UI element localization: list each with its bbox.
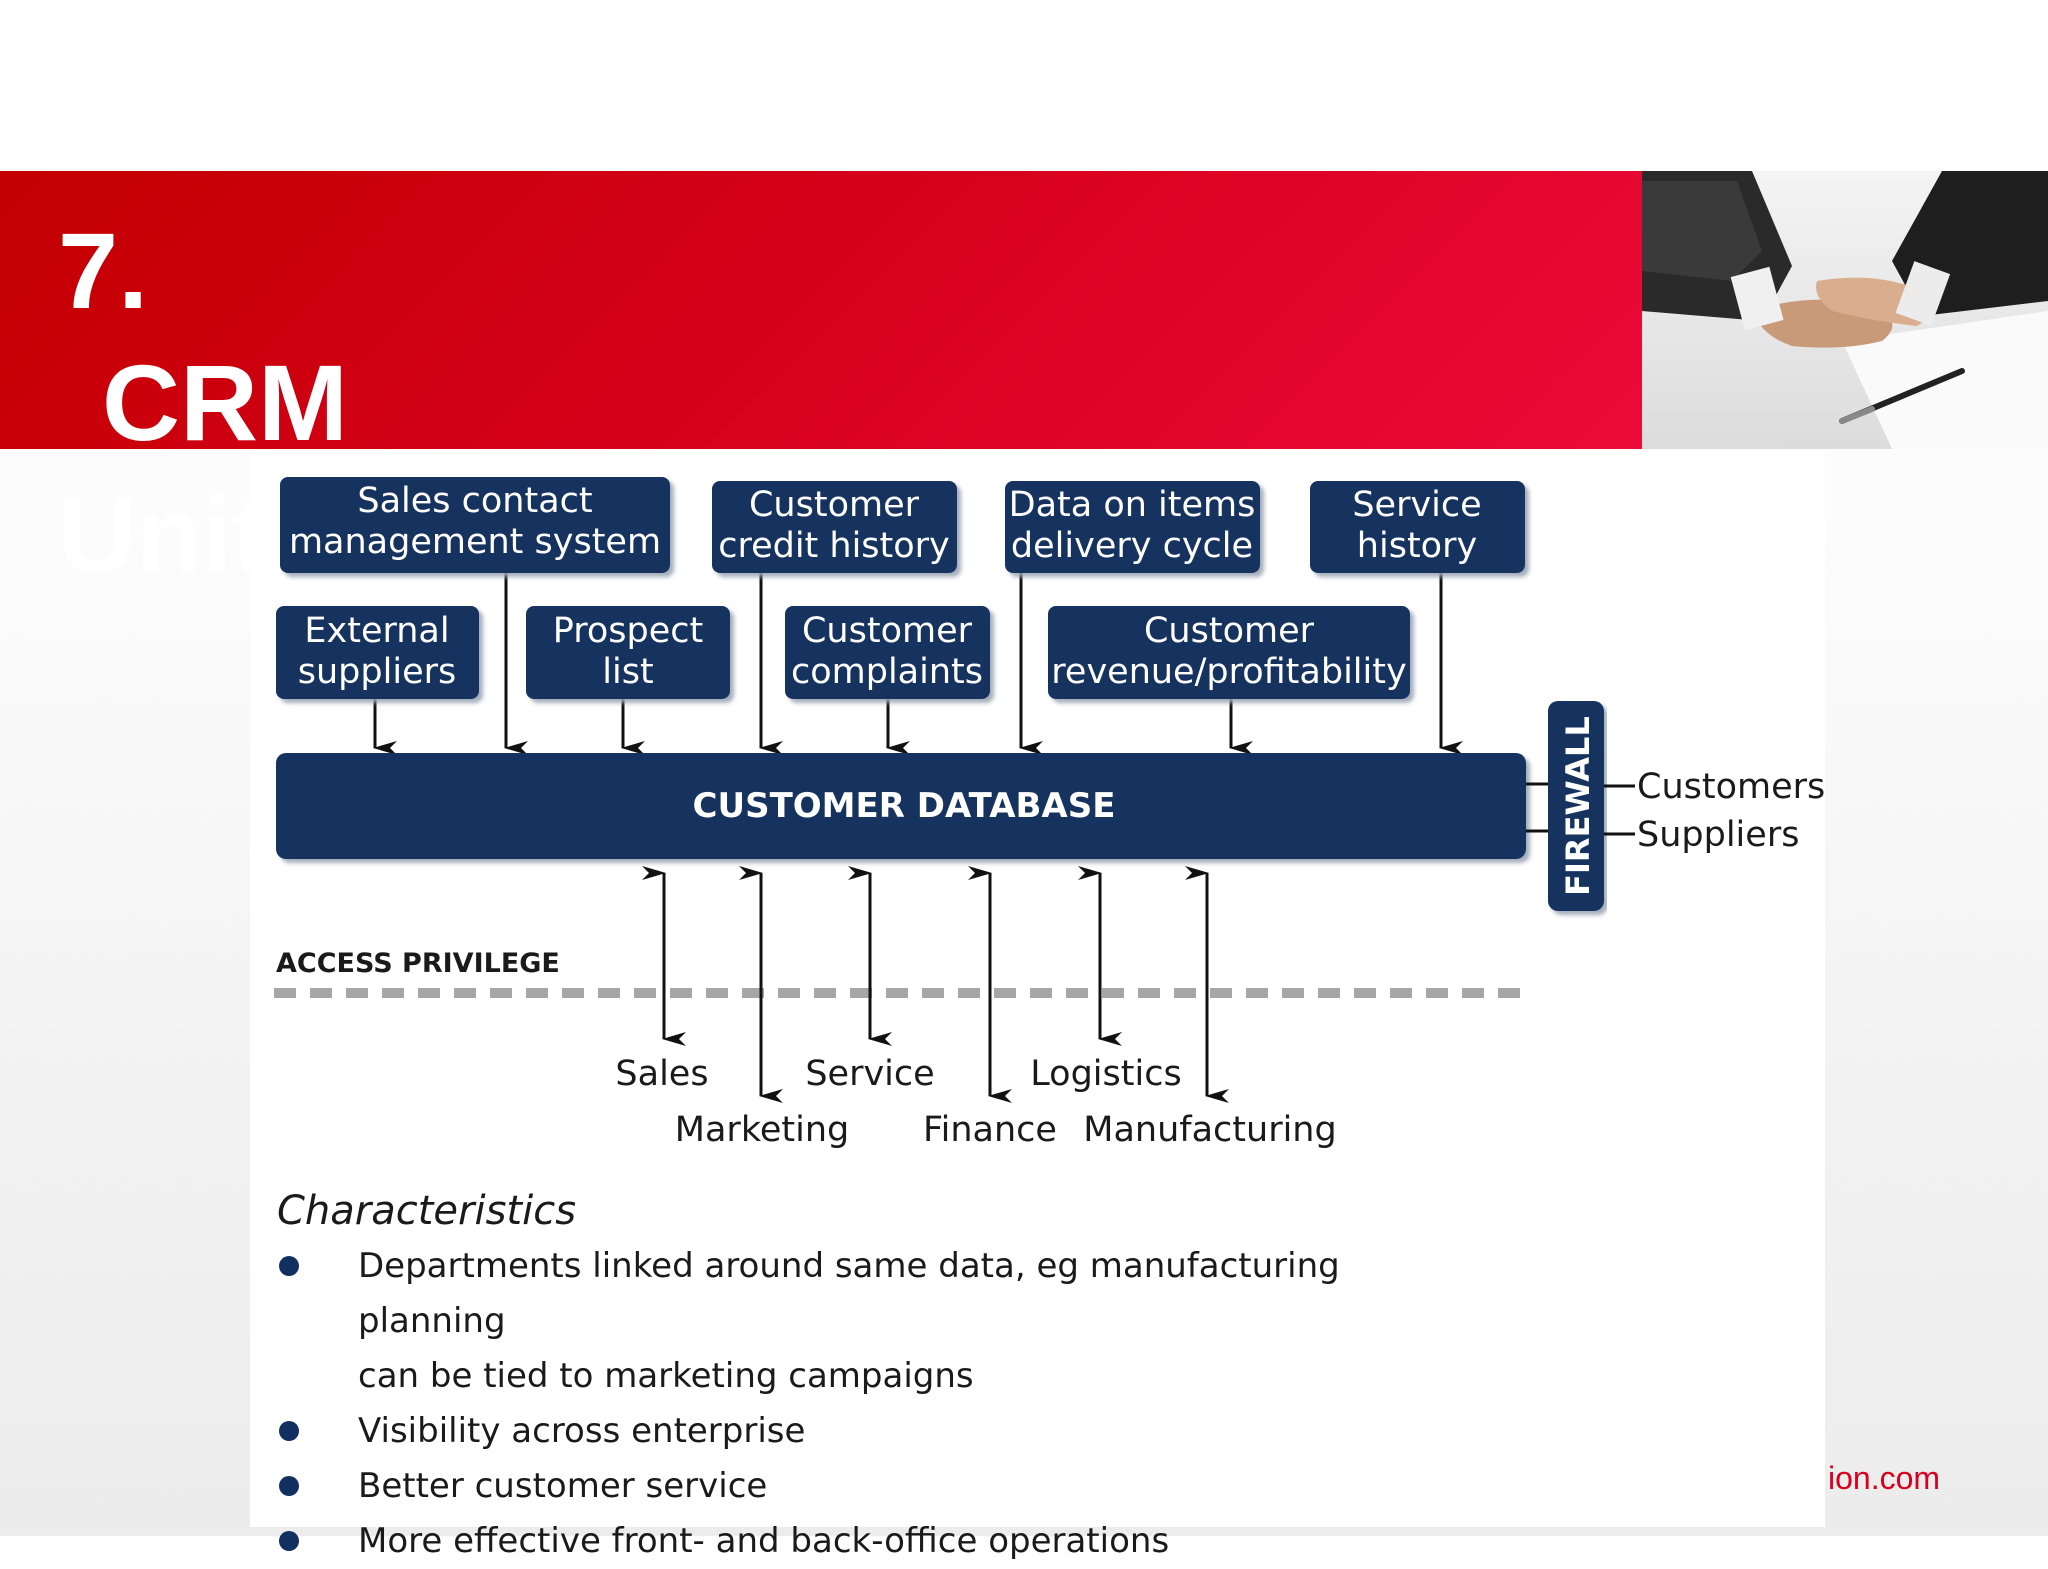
dept-service: Service xyxy=(805,1054,934,1094)
dept-logistics: Logistics xyxy=(1030,1054,1181,1094)
source-label: Customer xyxy=(802,611,973,651)
title-number: 7. xyxy=(58,210,149,331)
characteristics-list: Departments linked around same data, eg … xyxy=(277,1239,1458,1569)
bullet-icon xyxy=(279,1421,299,1441)
crm-diagram-panel: Sales contact management system Customer… xyxy=(250,451,1825,1561)
source-label: Service xyxy=(1352,485,1481,525)
list-item: Better customer service xyxy=(277,1459,1458,1514)
list-item: More effective front- and back-office op… xyxy=(277,1514,1458,1569)
source-label: Data on items xyxy=(1009,485,1256,525)
source-label: External xyxy=(304,611,449,651)
source-label: delivery cycle xyxy=(1011,526,1253,566)
source-box-credit-history: Customer credit history xyxy=(712,481,957,573)
database-label: CUSTOMER DATABASE xyxy=(693,786,1116,826)
list-item-text: can be tied to marketing campaigns xyxy=(358,1356,974,1396)
firewall-label: FIREWALL xyxy=(1559,716,1597,896)
bullet-icon xyxy=(279,1531,299,1551)
access-privilege-label: ACCESS PRIVILEGE xyxy=(276,948,560,979)
external-customers: Customers xyxy=(1637,767,1825,807)
footer-url: ion.com xyxy=(1828,1460,1941,1496)
source-arrows xyxy=(373,573,1463,755)
list-item: Visibility across enterprise xyxy=(277,1404,1458,1459)
dept-sales: Sales xyxy=(615,1054,708,1094)
list-item: Departments linked around same data, eg … xyxy=(277,1239,1458,1404)
source-label: revenue/profitability xyxy=(1051,652,1406,692)
bullet-icon xyxy=(279,1256,299,1276)
list-item-text: Visibility across enterprise xyxy=(358,1411,806,1451)
source-label: Customer xyxy=(1144,611,1315,651)
firewall: FIREWALL Customers Suppliers xyxy=(1526,701,1825,911)
source-label: Customer xyxy=(749,485,920,525)
bullet-icon xyxy=(279,1476,299,1496)
title-unit: Unit xyxy=(58,474,268,595)
dept-finance: Finance xyxy=(923,1110,1057,1150)
department-arrows xyxy=(642,866,1229,1103)
source-label: Sales contact xyxy=(357,481,592,521)
source-box-complaints: Customer complaints xyxy=(785,606,990,699)
handshake-photo xyxy=(1642,171,2048,449)
dept-manufacturing: Manufacturing xyxy=(1083,1110,1336,1150)
source-label: history xyxy=(1357,526,1477,566)
crm-diagram: Sales contact management system Customer… xyxy=(274,477,1825,1150)
source-label: management system xyxy=(289,522,661,562)
source-label: list xyxy=(602,652,653,692)
source-box-prospect-list: Prospect list xyxy=(526,606,730,699)
list-item-text: Departments linked around same data, eg … xyxy=(358,1246,1340,1341)
title-banner xyxy=(0,171,1642,449)
source-box-sales-contact: Sales contact management system xyxy=(280,477,670,573)
source-box-delivery-cycle: Data on items delivery cycle xyxy=(1005,481,1260,573)
slide-title: 7. CRM Unit xyxy=(58,205,348,601)
source-box-external-suppliers: External suppliers xyxy=(276,606,479,699)
customer-database: CUSTOMER DATABASE xyxy=(276,753,1526,859)
source-label: suppliers xyxy=(298,652,456,692)
dept-marketing: Marketing xyxy=(675,1110,849,1150)
source-label: credit history xyxy=(718,526,950,566)
external-suppliers: Suppliers xyxy=(1637,815,1799,855)
list-item-text: Better customer service xyxy=(358,1466,768,1506)
characteristics-heading: Characteristics xyxy=(277,1188,577,1234)
list-item-text: More effective front- and back-office op… xyxy=(358,1521,1170,1561)
source-box-revenue: Customer revenue/profitability xyxy=(1048,606,1410,699)
source-box-service-history: Service history xyxy=(1310,481,1525,573)
source-label: Prospect xyxy=(553,611,703,651)
source-label: complaints xyxy=(791,652,983,692)
title-crm: CRM xyxy=(102,342,348,463)
